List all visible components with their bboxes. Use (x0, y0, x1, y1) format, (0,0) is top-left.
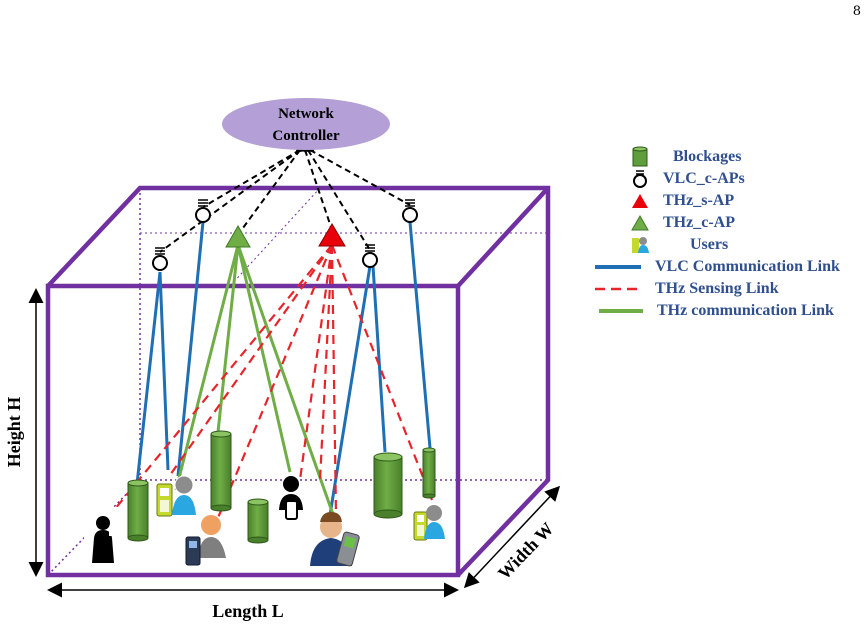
blockage-3 (247, 498, 269, 544)
legend-item-thz-comm-link: THz communication Link (595, 300, 865, 322)
vlc-links (135, 221, 432, 516)
vlc-ap-bulb-3 (362, 244, 378, 268)
user-4-icon (279, 476, 303, 520)
legend-item-blockages: Blockages (595, 146, 865, 168)
user-6-icon (413, 505, 445, 541)
legend-item-vlc-aps: VLC_c-APs (595, 168, 865, 190)
user-icon (632, 237, 649, 253)
green-line (599, 309, 643, 313)
page-number: 8 (852, 4, 861, 19)
width-arrow (463, 485, 561, 589)
legend-label-thz-comm-link: THz communication Link (657, 302, 834, 319)
green-triangle-icon (631, 214, 649, 231)
vlc-ap-bulb-1 (152, 247, 168, 271)
controller-label-line2: Controller (272, 128, 340, 144)
blue-line (595, 265, 641, 269)
legend-label-vlc-link: VLC Communication Link (655, 258, 840, 275)
legend-item-thz-s-ap: THz_s-AP (595, 190, 865, 212)
vlc-ap-bulb-4 (402, 199, 418, 223)
blockage-2 (210, 430, 232, 512)
red-triangle-icon (632, 194, 648, 208)
red-dashed-line (595, 287, 641, 291)
legend-label-thz-s-ap: THz_s-AP (663, 192, 735, 209)
network-controller: Network Controller (222, 98, 390, 150)
user-5-icon (310, 512, 360, 567)
user-3-icon (185, 515, 226, 566)
legend-item-vlc-link: VLC Communication Link (595, 256, 865, 278)
user-2-icon (156, 475, 196, 517)
blockage-5 (422, 447, 436, 499)
length-label: Length L (212, 601, 284, 621)
legend-label-thz-c-ap: THz_c-AP (663, 214, 735, 231)
blockage-4 (373, 452, 403, 519)
legend-item-thz-sensing-link: THz Sensing Link (595, 278, 865, 300)
legend-item-thz-c-ap: THz_c-AP (595, 212, 865, 234)
thz-comm-links (174, 244, 337, 521)
user-1-silhouette-icon (84, 507, 120, 563)
thz-sensing-links (109, 244, 434, 526)
blockage-1 (127, 479, 149, 542)
thz-c-ap-green-triangle-icon (225, 224, 251, 248)
thz-s-ap-red-triangle-icon (318, 223, 346, 247)
controller-links (159, 135, 411, 253)
bulb-icon (633, 170, 647, 188)
legend-item-users: Users (595, 234, 865, 256)
vlc-ap-bulb-2 (195, 199, 211, 223)
legend: Blockages VLC_c-APs THz_s-AP THz_c-AP Us… (595, 146, 865, 322)
controller-label-line1: Network (278, 106, 334, 122)
legend-label-blockages: Blockages (673, 148, 742, 165)
legend-label-vlc-aps: VLC_c-APs (663, 170, 745, 187)
legend-label-users: Users (690, 236, 729, 253)
blockage-icon (632, 146, 648, 167)
height-label: Height H (4, 397, 24, 468)
legend-label-thz-sensing-link: THz Sensing Link (655, 280, 779, 297)
